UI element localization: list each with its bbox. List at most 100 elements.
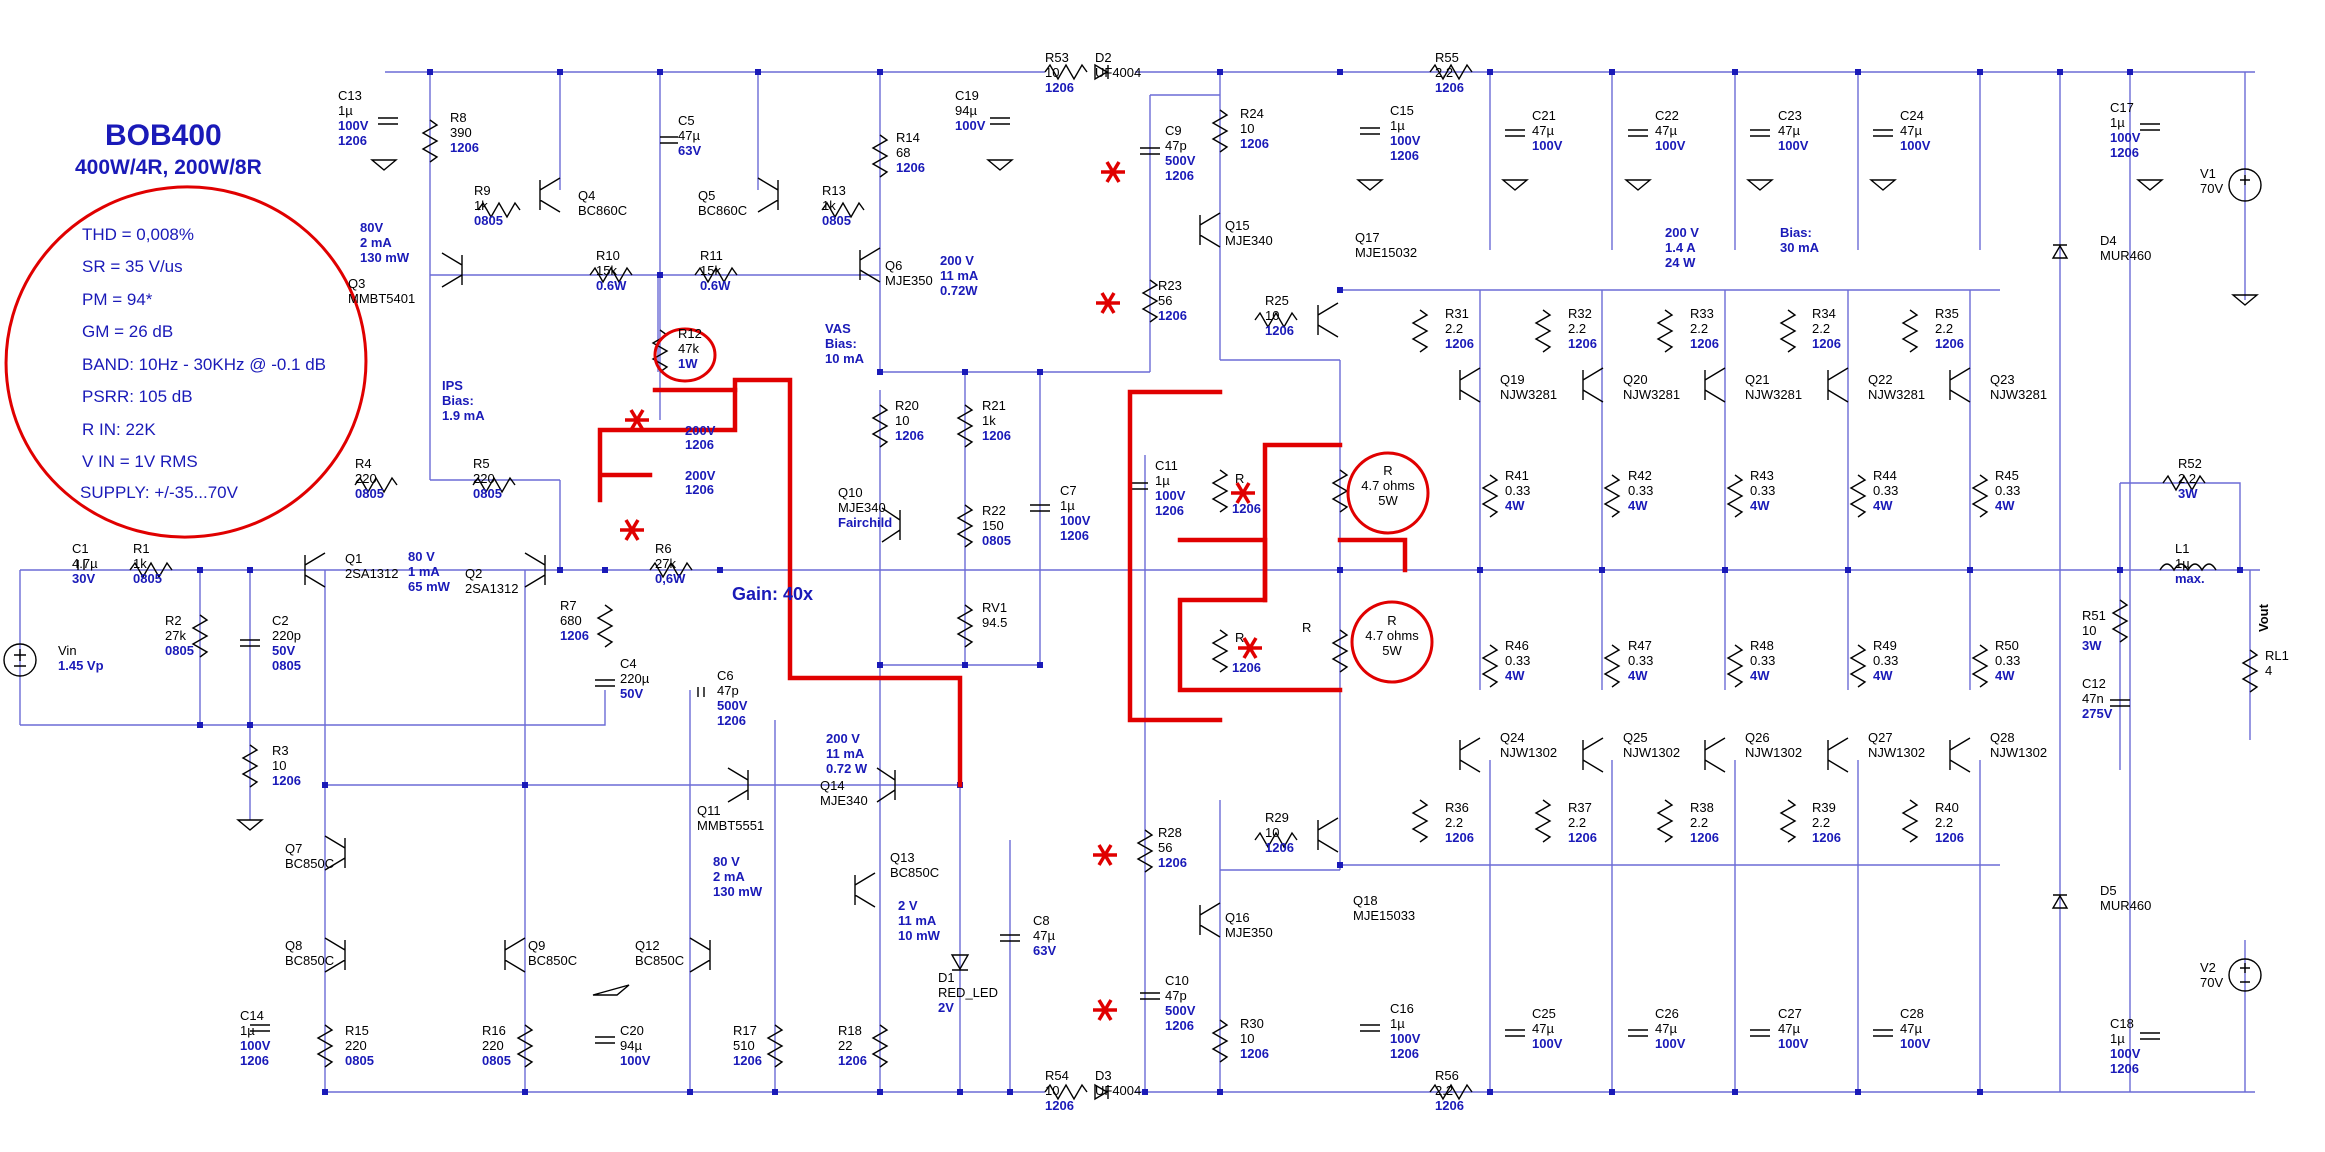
spec-item: R IN: 22K (82, 420, 156, 439)
asterisk-5 (1231, 482, 1255, 504)
vout-label: Vout (2256, 603, 2271, 632)
spec-item: SUPPLY: +/-35...70V (80, 483, 239, 502)
asterisk-3 (625, 409, 649, 431)
title-sub: 400W/4R, 200W/8R (75, 156, 262, 179)
asterisk-8 (1093, 999, 1117, 1021)
red-circle-r-b (1350, 600, 1434, 684)
spec-item: SR = 35 V/us (82, 257, 183, 276)
red-markup-lines (597, 377, 1408, 788)
note-gain: Gain: 40x (732, 584, 813, 604)
extra-r: R (1302, 620, 1311, 635)
spec-item: PM = 94* (82, 290, 153, 309)
wires (19, 71, 2260, 1093)
asterisk-1 (1101, 161, 1125, 183)
spec-item: BAND: 10Hz - 30KHz @ -0.1 dB (82, 355, 326, 374)
spec-list: THD = 0,008% SR = 35 V/us PM = 94* GM = … (80, 225, 326, 502)
component-symbols (3, 63, 2262, 1101)
asterisk-7 (1093, 844, 1117, 866)
spec-item: PSRR: 105 dB (82, 387, 193, 406)
asterisk-2 (1096, 292, 1120, 314)
red-circle-r-a (1346, 451, 1430, 535)
